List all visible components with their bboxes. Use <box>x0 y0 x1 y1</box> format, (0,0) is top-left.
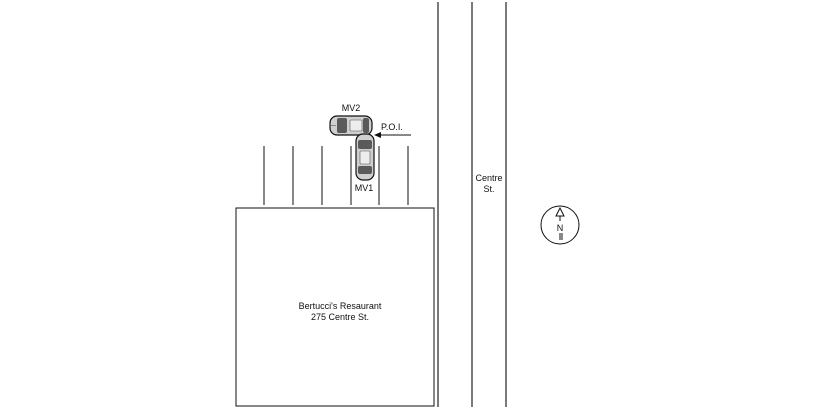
mv2-car-icon <box>329 115 373 136</box>
north-compass-icon <box>540 205 580 245</box>
mv1-label: MV1 <box>355 183 374 193</box>
building-address: 275 Centre St. <box>311 312 369 322</box>
street-name-line2: St. <box>483 184 494 194</box>
mv1-car-icon <box>355 133 375 181</box>
poi-label: P.O.I. <box>381 122 403 132</box>
mv2-label: MV2 <box>342 103 361 113</box>
restaurant-building <box>235 207 435 407</box>
centre-street-roadway <box>437 2 507 407</box>
street-name-line1: Centre <box>475 173 502 183</box>
compass-north-label: N <box>557 223 564 233</box>
parking-stalls <box>263 146 409 205</box>
building-name: Bertucci's Resaurant <box>299 301 382 311</box>
poi-arrow <box>374 132 411 138</box>
